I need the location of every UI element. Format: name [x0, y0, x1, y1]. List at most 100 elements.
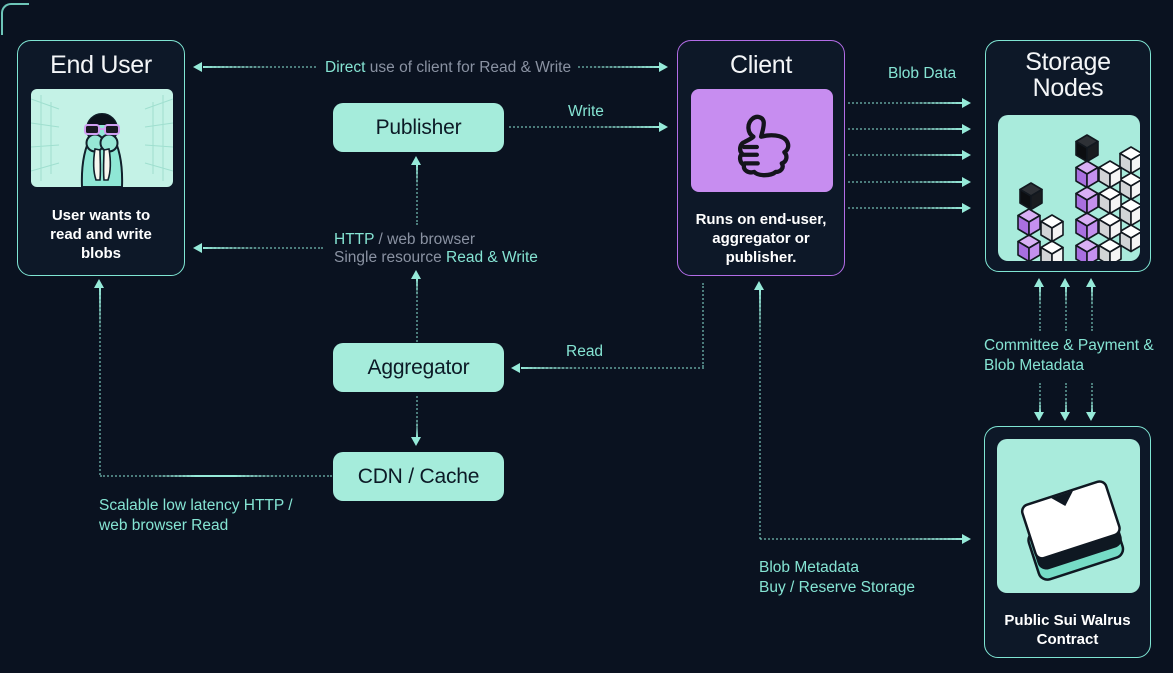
arrow-segment [150, 475, 280, 477]
arrowhead-right [659, 122, 668, 132]
papers-illustration [997, 439, 1140, 593]
arrowhead-up [1034, 278, 1044, 287]
edge-direct-label: Direct use of client for Read & Write [318, 58, 579, 78]
single-resource-rest: Single resource [334, 248, 447, 266]
end-user-caption: User wants to read and write blobs [18, 206, 184, 263]
arrow-line [760, 538, 962, 540]
end-user-caption-line1: User wants to [51, 207, 151, 224]
arrow-segment [902, 128, 962, 130]
arrow-line [416, 165, 418, 225]
arrowhead-right [962, 98, 971, 108]
publisher-label: Publisher [375, 115, 462, 139]
edge-committee-label-line2: Blob Metadata [984, 356, 1084, 374]
arrow-segment [1091, 398, 1093, 412]
storage-nodes-title-line1: Storage [1025, 48, 1111, 76]
arrow-segment [759, 290, 761, 335]
arrowhead-left [511, 363, 520, 373]
arrow-segment [416, 418, 418, 437]
arrow-line [1091, 287, 1093, 331]
arrowhead-up [1086, 278, 1096, 287]
client-title: Client [729, 51, 793, 79]
storage-nodes-node: Storage Nodes [985, 40, 1151, 272]
client-caption-line3: publisher. [725, 249, 797, 266]
client-caption-line2: aggregator or [712, 230, 810, 247]
end-user-node: End User User wants to read and write bl… [17, 40, 185, 276]
edge-direct-label-highlight: Direct [325, 59, 366, 76]
edge-http-label-line2: Single resource Read & Write [334, 249, 538, 267]
arrow-line [521, 367, 704, 369]
arrow-line [1065, 287, 1067, 331]
arrow-segment [589, 126, 659, 128]
arrow-segment [203, 66, 273, 68]
arrow-line [702, 283, 704, 367]
arrow-segment [892, 538, 962, 540]
arrowhead-left [193, 243, 202, 253]
arrow-segment [902, 181, 962, 183]
arrow-line [203, 247, 323, 249]
arrow-segment [99, 288, 101, 333]
end-user-caption-line3: blobs [81, 245, 121, 262]
arrow-segment [416, 165, 418, 187]
arrow-segment [902, 207, 962, 209]
publisher-node: Publisher [333, 103, 504, 152]
walrus-icon [31, 95, 173, 187]
contract-caption-line2: Contract [1036, 631, 1099, 648]
client-node: Client Runs on end-user, aggregator or p… [677, 40, 845, 276]
edge-blob-metadata-line1: Blob Metadata [759, 559, 859, 576]
arrow-segment [416, 279, 418, 297]
arrow-segment [1065, 398, 1067, 412]
arrow-line [1039, 287, 1041, 331]
edge-direct-label-rest: use of client for Read & Write [365, 59, 572, 76]
edge-committee-label-line1: Committee & Payment & [984, 337, 1154, 354]
edge-write-label: Write [568, 103, 604, 120]
cdn-cache-label: CDN / Cache [357, 464, 480, 488]
edge-scalable-label-line1: Scalable low latency HTTP / [99, 497, 293, 514]
arrowhead-up [1060, 278, 1070, 287]
arrowhead-down [1034, 412, 1044, 421]
http-rest: / web browser [374, 231, 476, 248]
arrow-segment [902, 154, 962, 156]
arrowhead-right [659, 62, 668, 72]
papers-icon [1020, 480, 1125, 581]
arrow-segment [1091, 287, 1093, 307]
aggregator-node: Aggregator [333, 343, 504, 392]
walrus-illustration [31, 89, 173, 187]
arrowhead-right [962, 150, 971, 160]
edge-blob-metadata-line2: Buy / Reserve Storage [759, 578, 915, 596]
cdn-cache-node: CDN / Cache [333, 452, 504, 501]
edge-http-label-line1: HTTP / web browser [334, 231, 538, 249]
contract-caption-line1: Public Sui Walrus [1004, 612, 1131, 629]
arrowhead-up [94, 279, 104, 288]
edge-blob-data-label: Blob Data [888, 65, 957, 82]
arrow-segment [521, 367, 581, 369]
single-resource-highlight: Read & Write [446, 248, 538, 266]
client-caption-line1: Runs on end-user, [695, 211, 827, 228]
cubes-icon [1017, 134, 1140, 261]
arrow-segment [1039, 398, 1041, 412]
edge-http-label: HTTP / web browser Single resource Read … [334, 231, 538, 266]
cubes-illustration [998, 115, 1140, 261]
http-highlight: HTTP [334, 231, 375, 248]
contract-node: Public Sui Walrus Contract [984, 426, 1151, 658]
arrow-segment [589, 66, 659, 68]
edge-scalable-label: Scalable low latency HTTP / web browser … [99, 496, 293, 535]
arrow-line [99, 288, 101, 475]
arrow-line [1091, 383, 1093, 407]
storage-nodes-title: Storage Nodes [986, 49, 1150, 101]
arrow-segment [1039, 287, 1041, 307]
edge-read-label: Read [566, 343, 604, 360]
arrow-line [416, 279, 418, 342]
arrowhead-right [962, 124, 971, 134]
arrow-line [509, 126, 659, 128]
arrow-line [759, 290, 761, 539]
arrow-line [416, 396, 418, 426]
end-user-title: End User [50, 51, 152, 79]
arrowhead-right [962, 534, 971, 544]
thumbs-up-icon [737, 114, 791, 177]
arrowhead-up [411, 270, 421, 279]
arrow-segment [902, 102, 962, 104]
arrow-segment [1065, 287, 1067, 307]
arrowhead-right [962, 203, 971, 213]
thumbs-up-illustration [691, 89, 833, 192]
storage-nodes-title-line2: Nodes [1032, 74, 1104, 102]
